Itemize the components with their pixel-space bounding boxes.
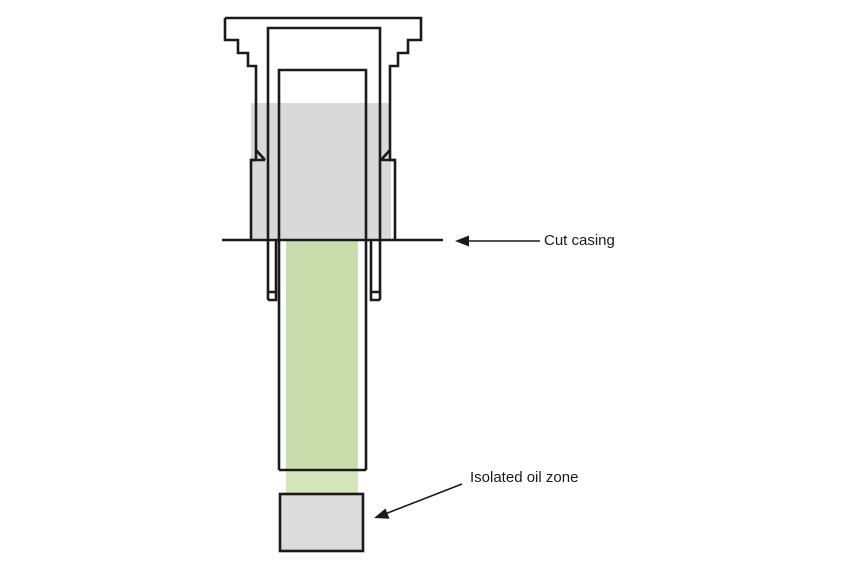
cement-fill-upper xyxy=(251,103,391,240)
cut-casing-label: Cut casing xyxy=(544,232,615,249)
hanger-left-detail xyxy=(268,240,278,294)
hanger-right-detail xyxy=(369,240,380,294)
cut-casing-arrowhead xyxy=(455,235,469,247)
green-plug-column xyxy=(286,240,358,470)
intermediate-casing-outline xyxy=(266,26,382,302)
wellhead-left-shoulder xyxy=(251,149,266,162)
wellhead-right-shoulder xyxy=(380,149,395,162)
green-plug-lower xyxy=(286,470,358,494)
production-casing-outline xyxy=(277,68,368,472)
oil-zone-arrowhead xyxy=(374,508,390,519)
isolated-oil-zone-block xyxy=(278,492,365,553)
isolated-oil-zone-label: Isolated oil zone xyxy=(470,469,579,486)
wellhead-outer-outline xyxy=(223,16,423,240)
oil-zone-arrow-line xyxy=(384,483,463,515)
